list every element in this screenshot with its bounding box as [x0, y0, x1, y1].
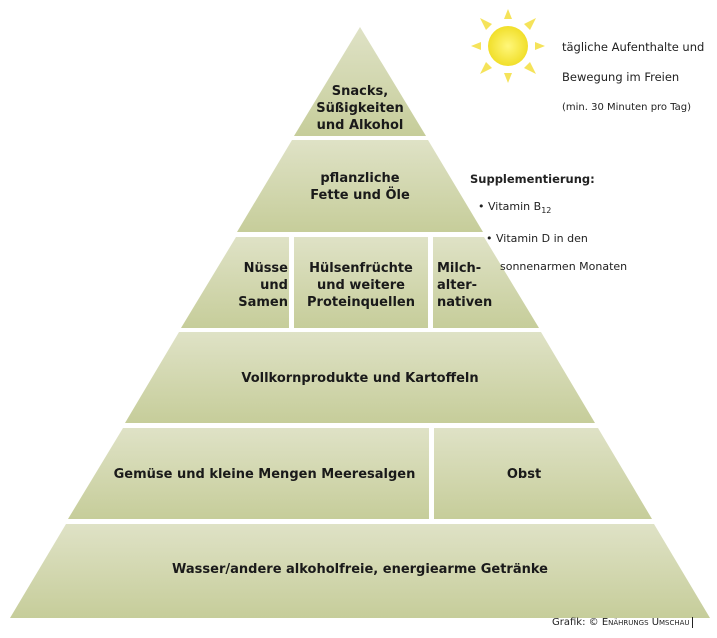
tier-snacks — [294, 27, 426, 136]
sun-note-line2: Bewegung im Freien — [562, 70, 680, 84]
supplement-item-b12: • Vitamin B12 — [478, 200, 552, 216]
supplement-title: Supplementierung: — [470, 172, 595, 186]
supplement-item-d-line1: • Vitamin D in den — [486, 232, 588, 246]
tier-legumes-label: Hülsenfrüchte und weitere Proteinquellen — [307, 261, 415, 310]
supplement-note: Supplementierung: • Vitamin B12 • Vitami… — [470, 158, 627, 288]
supplement-item-b12-sub: 12 — [541, 206, 552, 216]
tier-fruit-label: Obst — [506, 467, 542, 482]
supplement-item-d-text: Vitamin D in den — [496, 232, 588, 246]
tier-water-label: Wasser/andere alkoholfreie, energiearme … — [172, 562, 548, 577]
tier-nuts — [181, 237, 289, 328]
tier-vegetables — [68, 428, 429, 519]
tier-milk-alternatives — [433, 237, 539, 328]
supplement-item-b12-text: Vitamin B — [488, 200, 542, 213]
tier-water — [10, 524, 710, 618]
credit-brand: Enährungs Umschau — [601, 617, 690, 628]
tier-legumes — [294, 237, 428, 328]
tier-fruit — [434, 428, 652, 519]
supplement-item-d-line2: sonnenarmen Monaten — [500, 260, 628, 274]
tier-fats-label: pflanzliche Fette und Öle — [310, 171, 410, 203]
tier-snacks-label: Snacks, Süßigkeiten und Alkohol — [316, 84, 404, 133]
sun-icon — [471, 9, 545, 83]
sun-note-line3: (min. 30 Minuten pro Tag) — [562, 102, 692, 113]
tier-fats — [237, 140, 483, 232]
tier-vegetables-label: Gemüse und kleine Mengen Meeresalgen — [113, 467, 416, 482]
credit-prefix: Grafik: © — [552, 617, 602, 628]
tier-grains — [125, 332, 595, 423]
sun-note: tägliche Aufenthalte und Bewegung im Fre… — [562, 25, 704, 130]
graphic-credit: Grafik: © Enährungs Umschau — [552, 617, 693, 628]
tier-milk-alternatives-label: Milch- alter- nativen — [437, 261, 493, 310]
tier-nuts-label: Nüsse und Samen — [238, 261, 288, 310]
sun-note-line1: tägliche Aufenthalte und — [562, 40, 705, 54]
tier-grains-label: Vollkornprodukte und Kartoffeln — [241, 371, 479, 386]
